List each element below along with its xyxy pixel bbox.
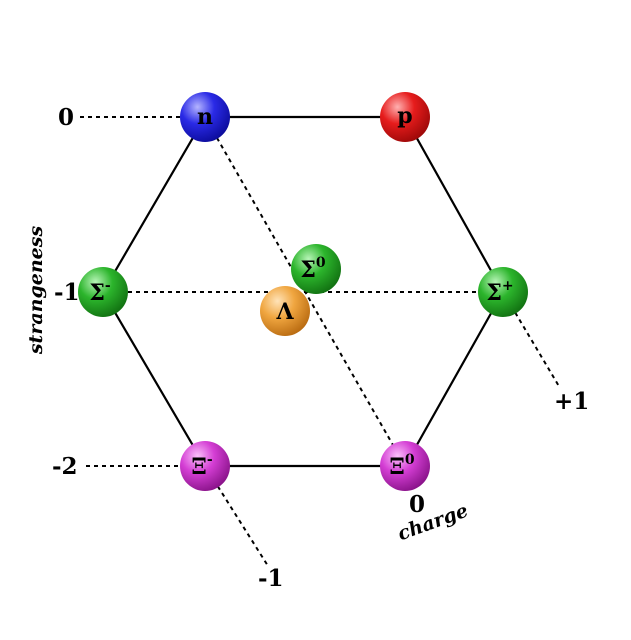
particle-n-label: n — [197, 104, 213, 130]
particle-lambda-sphere — [260, 286, 310, 336]
particle-sigma-minus: Σ- — [78, 267, 128, 317]
particle-p-sphere — [380, 92, 430, 142]
particle-sigma-plus-sphere — [478, 267, 528, 317]
particle-sigma-zero-label: Σ0 — [300, 255, 326, 283]
strangeness-tick-0: 0 — [58, 104, 74, 131]
particle-p: p — [380, 92, 430, 142]
particle-sigma-minus-label: Σ- — [89, 278, 111, 306]
strangeness-axis-title: strangeness — [25, 226, 47, 356]
particle-sigma-zero: Σ0 — [291, 244, 341, 294]
particle-sigma-plus: Σ+ — [478, 267, 528, 317]
charge-tick-plus1: +1 — [554, 388, 589, 415]
particle-n: n — [180, 92, 230, 142]
particle-xi-minus-sphere — [180, 441, 230, 491]
charge-0-line — [204, 116, 406, 467]
axis-lines — [80, 116, 561, 567]
strangeness-tick-minus2: -2 — [52, 453, 78, 480]
particle-lambda: Λ — [260, 286, 310, 336]
particle-xi-zero-sphere — [380, 441, 430, 491]
particle-xi-zero-label: Ξ0 — [389, 452, 414, 480]
particle-sigma-minus-sphere — [78, 267, 128, 317]
particle-sigma-zero-sphere — [291, 244, 341, 294]
particle-xi-minus: Ξ- — [180, 441, 230, 491]
particle-sigma-plus-label: Σ+ — [486, 278, 513, 306]
charge-axis-title: charge — [395, 500, 471, 546]
particle-n-sphere — [180, 92, 230, 142]
strangeness-tick-minus1: -1 — [54, 279, 80, 306]
particle-lambda-label: Λ — [275, 299, 294, 325]
charge-tick-minus1: -1 — [258, 565, 284, 592]
particle-xi-minus-label: Ξ- — [191, 452, 212, 480]
particle-p-label: p — [397, 103, 412, 129]
particle-xi-zero: Ξ0 — [380, 441, 430, 491]
charge-tick-0: 0 — [409, 491, 425, 518]
